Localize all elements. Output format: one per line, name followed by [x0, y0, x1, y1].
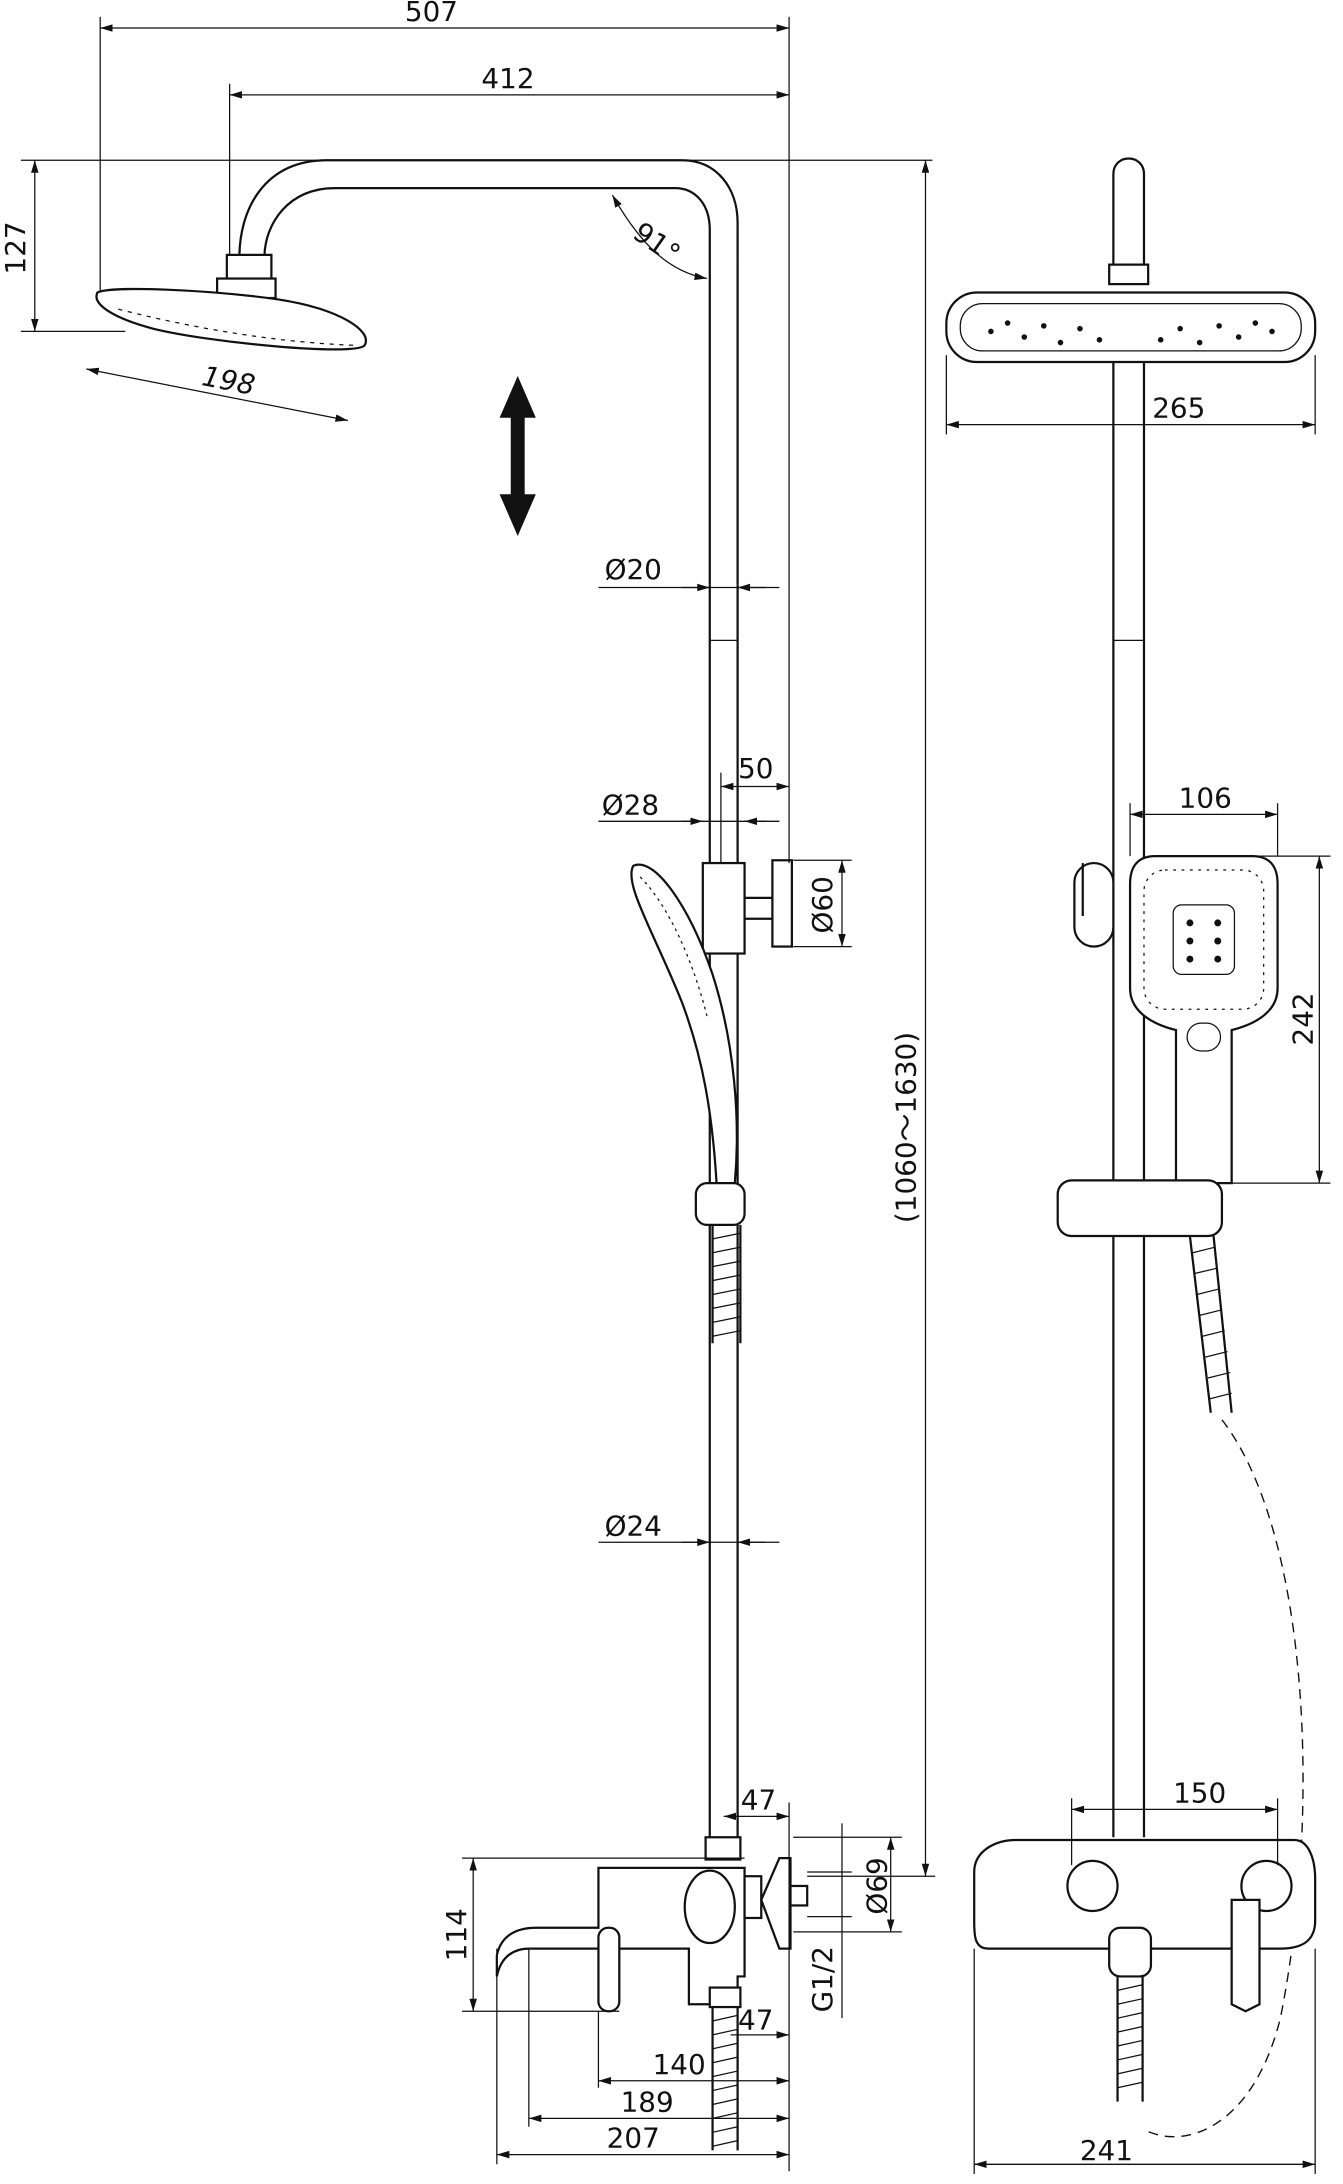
dim-mixer-top-offset: 47 [741, 1783, 776, 1816]
dim-mixer-depth: 207 [607, 2122, 660, 2155]
dim-head-width-front: 265 [1152, 392, 1205, 425]
dim-lever-depth: 140 [653, 2048, 706, 2081]
dim-lower-pipe: Ø24 [605, 1509, 662, 1542]
dim-mixer-centers: 150 [1173, 1776, 1226, 1809]
head-connector [225, 253, 273, 282]
dim-mixer-height: 114 [440, 1908, 473, 1961]
bracket-plate [771, 859, 793, 948]
mixer-side [495, 1836, 809, 2151]
dim-arm-angle: 91° [627, 215, 686, 270]
dim-mixer-width: 241 [1080, 2134, 1133, 2167]
dim-head-height: 127 [0, 221, 32, 274]
dim-overall-width: 507 [405, 0, 458, 28]
dim-escutcheon: Ø69 [861, 1857, 894, 1914]
spray-nozzles [988, 320, 1275, 346]
dim-slider-pipe: Ø28 [602, 788, 659, 821]
hose-side [711, 1224, 742, 1344]
dim-bracket-plate: Ø60 [806, 876, 839, 933]
dim-head-diameter: 198 [199, 359, 257, 402]
head-connector-front [1108, 263, 1150, 286]
shower-arm [238, 159, 739, 585]
side-view: 507 412 127 91° 198 Ø20 50 Ø28 Ø60 (1060… [0, 0, 936, 2172]
overhead-head-side [95, 287, 368, 351]
dim-bracket-offset: 50 [738, 752, 773, 785]
front-view: 265 106 242 150 241 [945, 157, 1331, 2175]
dim-spout-reach: 189 [621, 2085, 674, 2118]
dim-height-range: (1060～1630) [890, 1032, 923, 1223]
riser-pipe-front [1112, 157, 1146, 1838]
dim-upper-pipe: Ø20 [605, 553, 662, 586]
height-adjust-arrow-icon [499, 375, 536, 537]
dim-outlet-offset: 47 [738, 2003, 773, 2036]
mixer-front [973, 1838, 1317, 2102]
dim-thread: G1/2 [806, 1946, 839, 2012]
dim-hand-length: 242 [1286, 992, 1319, 1045]
dim-hand-width: 106 [1179, 781, 1232, 814]
slider-front [1056, 1179, 1224, 1238]
overhead-head-front [945, 291, 1317, 364]
hand-holder [694, 1182, 746, 1227]
dim-arm-reach: 412 [481, 62, 534, 95]
bracket-knob [1073, 861, 1115, 948]
slider-block [701, 861, 746, 955]
hose-front [1143, 1235, 1304, 2138]
